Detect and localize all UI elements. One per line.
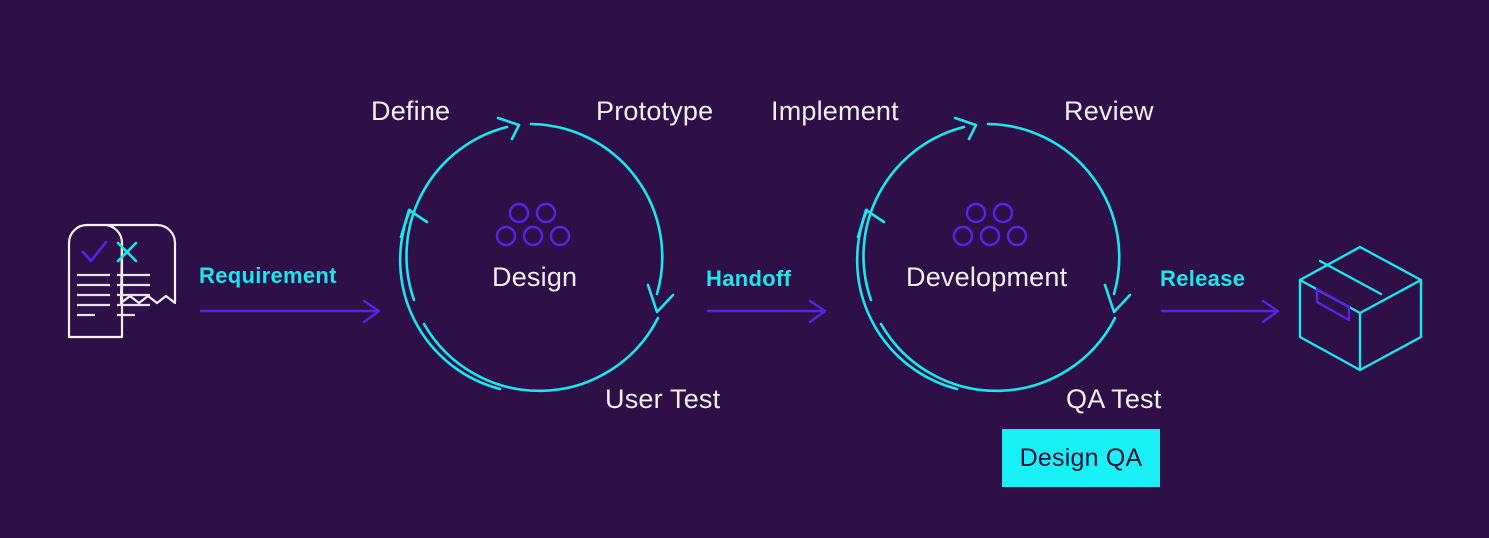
connector-arrow-handoff [706, 299, 827, 324]
team-dots-icon-development [952, 202, 1028, 247]
connector-arrow-requirement [199, 299, 381, 324]
development-stage-label-review: Review [1064, 96, 1154, 126]
connector-arrow-release [1160, 299, 1280, 324]
connector-label-requirement: Requirement [199, 263, 337, 288]
development-stage-label-qa-test: QA Test [1066, 384, 1162, 414]
development-cycle-arcs [855, 116, 1132, 393]
design-stage-label-define: Define [371, 96, 451, 126]
check-icon [81, 240, 108, 263]
design-cycle-center-label: Design [492, 262, 578, 292]
team-dots-icon-design [495, 202, 571, 247]
requirements-document-icon [67, 223, 177, 339]
design-stage-label-prototype: Prototype [596, 96, 714, 126]
package-box-icon [1298, 245, 1423, 372]
document-text-lines [77, 273, 150, 317]
connector-label-release: Release [1160, 266, 1246, 291]
cross-icon [116, 241, 138, 263]
design-qa-badge[interactable]: Design QA [1002, 429, 1160, 487]
design-cycle-arcs [398, 116, 675, 393]
development-stage-label-implement: Implement [771, 96, 899, 126]
development-cycle-center-label: Development [906, 262, 1068, 292]
design-stage-label-user-test: User Test [605, 384, 721, 414]
connector-label-handoff: Handoff [706, 266, 792, 291]
